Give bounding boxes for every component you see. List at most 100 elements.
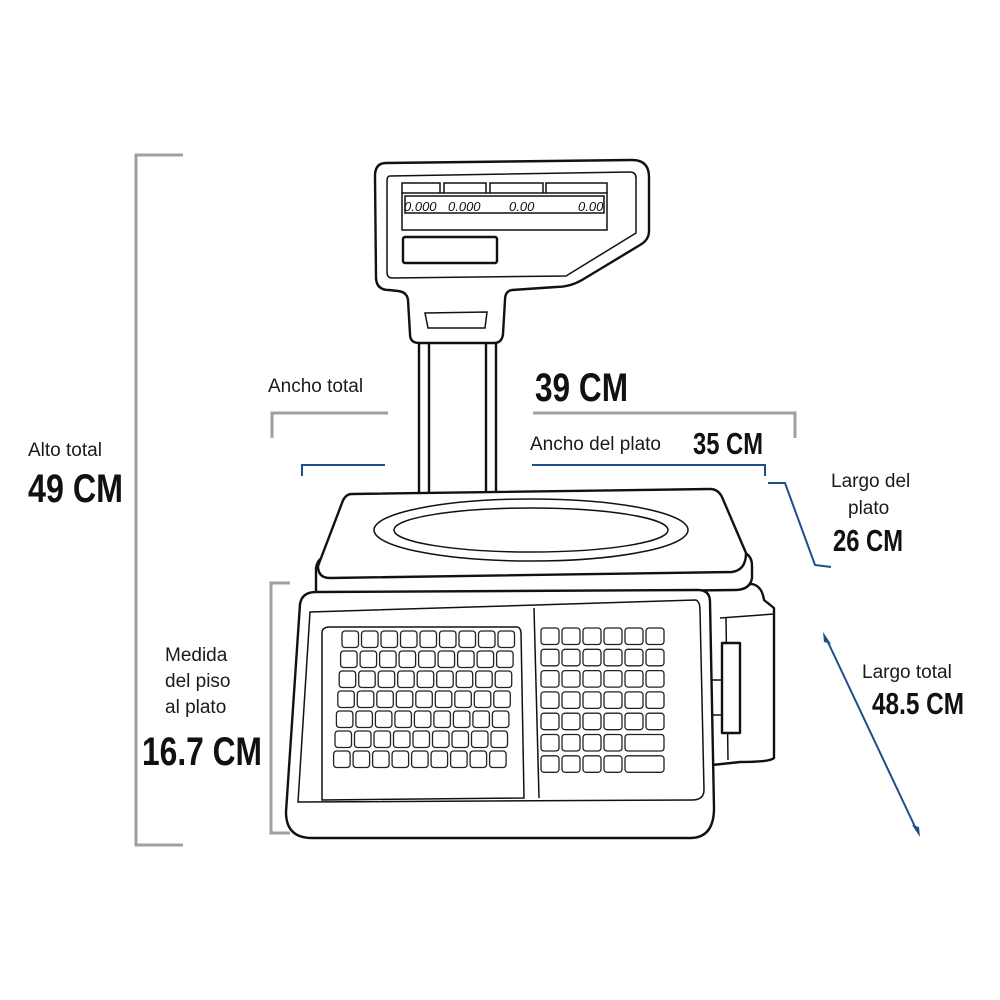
alto-total-value: 49 CM bbox=[28, 467, 123, 511]
keypad-key bbox=[417, 650, 436, 669]
keypad-key bbox=[373, 730, 392, 749]
side-housing bbox=[698, 582, 776, 767]
keypad-key bbox=[477, 630, 496, 649]
keypad-key bbox=[476, 650, 495, 669]
keypad-key bbox=[645, 669, 665, 688]
keypad-key bbox=[449, 750, 468, 769]
largo-total-value: 48.5 CM bbox=[872, 686, 964, 721]
keypad-key bbox=[624, 627, 644, 646]
keypad-key bbox=[332, 750, 351, 769]
keypad-key bbox=[582, 627, 602, 646]
alto-total-bracket bbox=[134, 153, 183, 847]
keypad-key bbox=[360, 630, 379, 649]
keypad-key bbox=[540, 691, 560, 710]
lcd-readout-2: 0.000 bbox=[448, 199, 481, 214]
keypad-key bbox=[603, 755, 623, 773]
keypad-key bbox=[391, 750, 410, 769]
keypad bbox=[332, 627, 665, 773]
keypad-key bbox=[433, 710, 452, 729]
keypad-key bbox=[603, 648, 623, 667]
ancho-plato-value: 35 CM bbox=[693, 426, 763, 461]
keypad-key bbox=[475, 670, 493, 689]
keypad-key bbox=[377, 670, 396, 689]
keypad-key bbox=[378, 650, 397, 669]
keypad-key bbox=[376, 690, 394, 709]
keypad-key bbox=[469, 750, 488, 769]
keypad-key bbox=[582, 712, 602, 731]
keypad-key bbox=[561, 648, 581, 667]
keypad-key bbox=[473, 690, 492, 709]
ancho-plato-line-left bbox=[301, 464, 385, 476]
keypad-key bbox=[415, 690, 433, 709]
keypad-key bbox=[645, 712, 665, 731]
keypad-key bbox=[561, 733, 581, 752]
keypad-key bbox=[645, 627, 665, 646]
lcd-readout-4: 0.00 bbox=[578, 199, 604, 214]
keypad-key bbox=[397, 670, 415, 689]
keypad-key bbox=[645, 648, 665, 667]
keypad-key bbox=[353, 730, 372, 749]
keypad-key bbox=[470, 730, 489, 749]
largo-total-arrow bbox=[823, 632, 920, 837]
keypad-key bbox=[540, 627, 560, 646]
keypad-key bbox=[624, 755, 665, 773]
keypad-key bbox=[603, 712, 623, 731]
keypad-key bbox=[356, 690, 375, 709]
keypad-key bbox=[419, 630, 438, 649]
keypad-key bbox=[603, 627, 623, 646]
ancho-plato-line-right bbox=[532, 464, 766, 476]
keypad-key bbox=[561, 755, 581, 773]
keypad-key bbox=[561, 712, 581, 731]
keypad-key bbox=[399, 630, 418, 649]
medida-piso-label-1: Medida bbox=[165, 645, 228, 666]
largo-total-label: Largo total bbox=[862, 662, 952, 683]
medida-piso-bracket bbox=[269, 581, 290, 835]
ancho-plato-label: Ancho del plato bbox=[530, 434, 661, 455]
keypad-key bbox=[358, 670, 376, 689]
keypad-key bbox=[603, 691, 623, 710]
ancho-total-value: 39 CM bbox=[535, 366, 628, 410]
keypad-key bbox=[352, 750, 371, 769]
keypad-key bbox=[645, 691, 665, 710]
keypad-key bbox=[436, 670, 454, 689]
keypad-key bbox=[561, 691, 581, 710]
ancho-total-bracket-left bbox=[270, 411, 388, 438]
keypad-key bbox=[355, 710, 374, 729]
keypad-key bbox=[371, 750, 390, 769]
keypad-key bbox=[491, 710, 510, 729]
keypad-key bbox=[603, 669, 623, 688]
display-head: 0.000 0.000 0.00 0.00 bbox=[373, 158, 651, 345]
keypad-key bbox=[624, 648, 644, 667]
keypad-key bbox=[451, 730, 470, 749]
keypad-key bbox=[394, 710, 413, 729]
keypad-key bbox=[395, 690, 414, 709]
keypad-key bbox=[359, 650, 378, 669]
keypad-key bbox=[437, 650, 456, 669]
keypad-key bbox=[392, 730, 411, 749]
keypad-key bbox=[338, 670, 357, 689]
keypad-key bbox=[624, 669, 644, 688]
alto-total-label: Alto total bbox=[28, 440, 102, 461]
ancho-total-label: Ancho total bbox=[268, 376, 363, 397]
largo-plato-line bbox=[768, 482, 832, 568]
keypad-key bbox=[561, 627, 581, 646]
keypad-key bbox=[490, 730, 509, 749]
keypad-key bbox=[582, 733, 602, 752]
keypad-key bbox=[603, 733, 623, 752]
keypad-key bbox=[452, 710, 471, 729]
keypad-key bbox=[582, 669, 602, 688]
keypad-key bbox=[582, 648, 602, 667]
lcd-readout-3: 0.00 bbox=[509, 199, 535, 214]
keypad-key bbox=[493, 690, 511, 709]
scale-pole bbox=[417, 333, 498, 497]
keypad-key bbox=[341, 630, 360, 649]
keypad-key bbox=[374, 710, 393, 729]
keypad-key bbox=[582, 691, 602, 710]
keypad-key bbox=[497, 630, 516, 649]
keypad-key bbox=[488, 750, 507, 769]
keypad-key bbox=[472, 710, 491, 729]
keypad-key bbox=[495, 650, 514, 669]
keypad-key bbox=[431, 730, 450, 749]
